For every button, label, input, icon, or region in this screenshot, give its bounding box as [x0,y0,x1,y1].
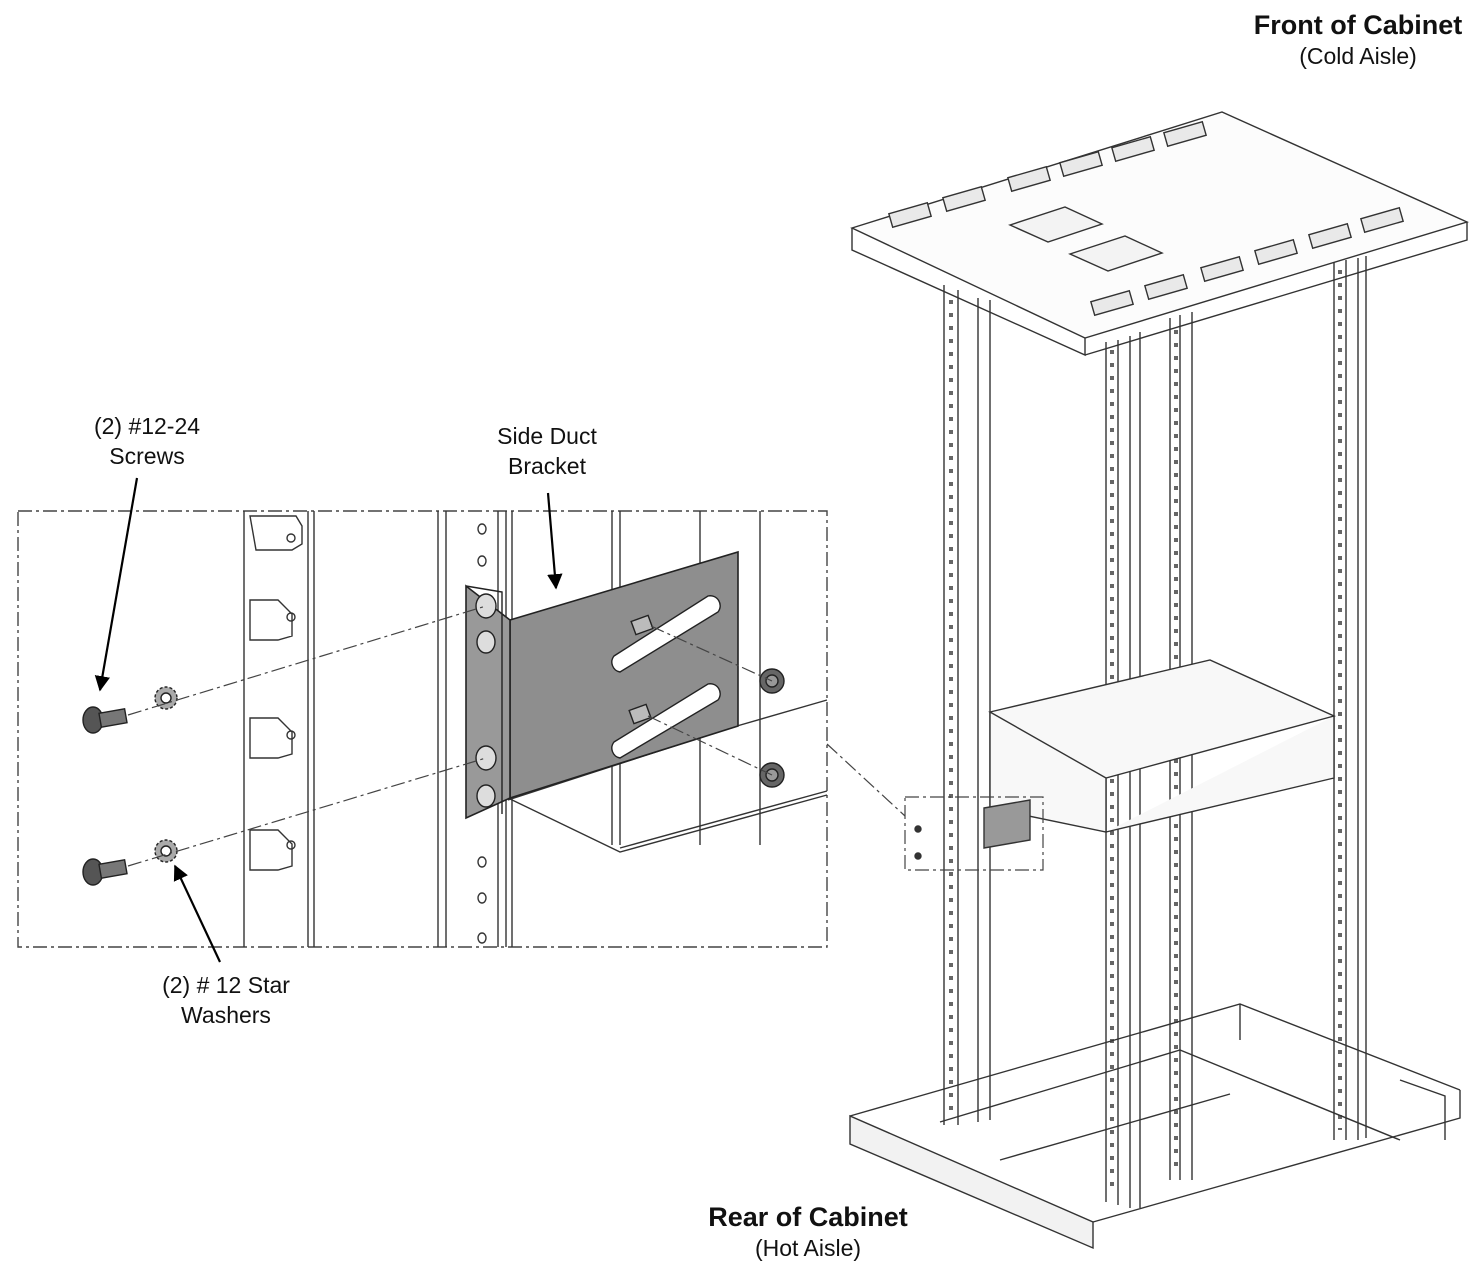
cabinet-side-duct [988,659,1337,833]
top-vents [887,120,1405,317]
screws-label: (2) #12-24 Screws [62,411,232,471]
cabinet-base [849,1003,1461,1250]
detail-nuts [759,668,785,788]
detail-frame [17,510,828,948]
cabinet-frame [849,111,1469,1250]
rear-of-cabinet-label: Rear of Cabinet (Hot Aisle) [668,1201,948,1263]
alignment-lines [127,605,773,867]
callout-arrows [94,477,563,963]
rear-subtitle: (Hot Aisle) [754,1235,862,1261]
detail-view [17,510,828,948]
front-of-cabinet-label: Front of Cabinet (Cold Aisle) [1216,9,1478,71]
bracket-line1: Side Duct [497,423,597,449]
star-washer-lower [154,839,178,863]
screw-upper [82,706,128,734]
screws-arrow [94,477,139,692]
side-duct-bracket [465,550,739,820]
screw-lower [82,858,128,886]
cabinet-detail-frame [904,796,1044,871]
side-duct-bracket-label: Side Duct Bracket [462,421,632,481]
detail-shelf [507,699,828,853]
cabinet-bracket [983,799,1031,849]
rear-title: Rear of Cabinet [708,1202,908,1232]
front-subtitle: (Cold Aisle) [1299,43,1417,69]
screws-line1: (2) #12-24 [93,413,201,439]
detail-left-rail [243,511,315,947]
washers-line1: (2) # 12 Star [162,972,290,998]
bracket-arrow [546,492,563,590]
front-title: Front of Cabinet [1253,10,1463,40]
detail-leader-line [826,743,906,817]
star-washers-label: (2) # 12 Star Washers [136,970,316,1030]
bracket-line2: Bracket [508,453,586,479]
washers-arrow [173,864,221,963]
washers-line2: Washers [181,1002,271,1028]
screws-line2: Screws [109,443,185,469]
star-washer-upper [154,686,178,710]
